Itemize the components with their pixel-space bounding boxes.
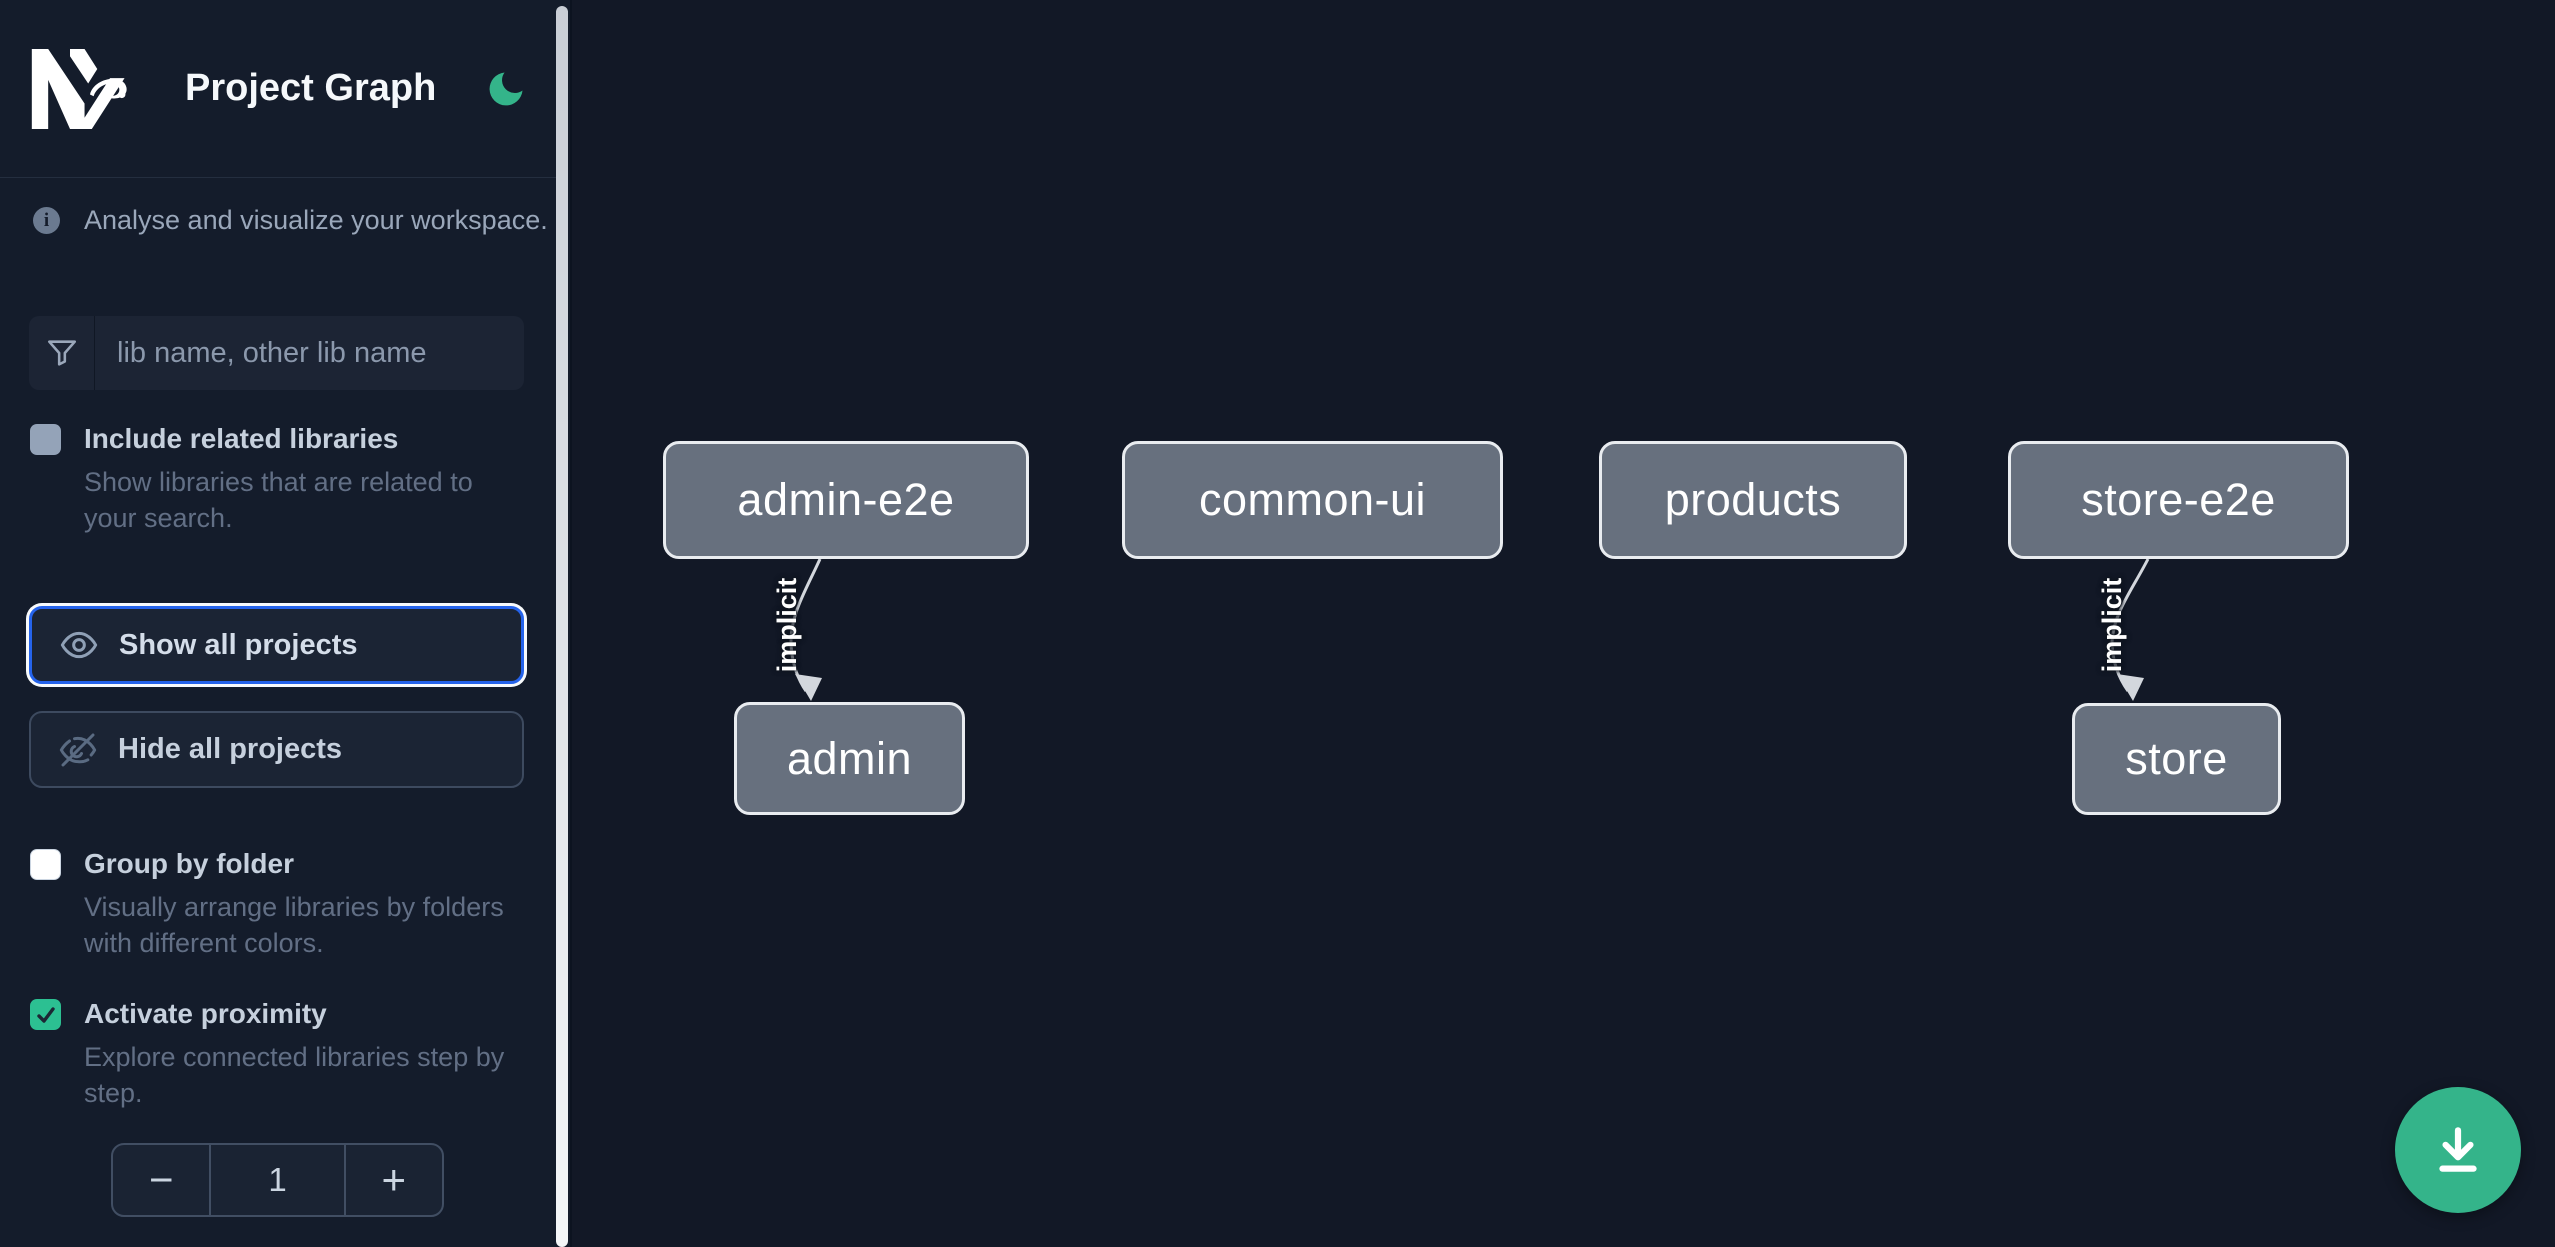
edge-store-e2e-to-store (2110, 558, 2150, 701)
hide-all-projects-label: Hide all projects (118, 733, 343, 765)
option-description: Show libraries that are related to your … (84, 467, 473, 533)
graph-node-common-ui[interactable]: common-ui (1122, 441, 1503, 559)
graph-node-products[interactable]: products (1599, 441, 1907, 559)
filter-icon (29, 316, 95, 390)
moon-icon (484, 67, 530, 111)
proximity-stepper: − 1 + (111, 1143, 444, 1217)
eye-icon (59, 625, 99, 665)
download-icon (2429, 1121, 2487, 1179)
activate-proximity-checkbox[interactable] (30, 999, 61, 1030)
graph-node-store[interactable]: store (2072, 703, 2281, 815)
graph-node-store-e2e[interactable]: store-e2e (2008, 441, 2349, 559)
tagline: Analyse and visualize your workspace. (84, 205, 548, 235)
edge-admin-e2e-to-admin (789, 558, 822, 701)
sidebar: Project Graph i Analyse and visualize yo… (0, 0, 572, 1247)
show-all-projects-label: Show all projects (119, 628, 358, 661)
edge-label-implicit: implicit (771, 577, 802, 673)
info-icon: i (33, 207, 60, 234)
eye-off-icon (58, 730, 98, 770)
proximity-value[interactable]: 1 (209, 1145, 346, 1215)
app-title: Project Graph (185, 67, 437, 109)
show-all-projects-button[interactable]: Show all projects (29, 606, 524, 684)
graph-node-admin[interactable]: admin (734, 702, 965, 815)
workspace-info: i Analyse and visualize your workspace. (33, 205, 548, 236)
nx-logo (31, 48, 127, 129)
graph-node-admin-e2e[interactable]: admin-e2e (663, 441, 1029, 559)
option-label: Include related libraries (84, 423, 399, 454)
edge-label-implicit: implicit (2096, 577, 2127, 673)
option-description: Visually arrange libraries by folders wi… (84, 892, 504, 958)
option-description: Explore connected libraries step by step… (84, 1042, 505, 1108)
option-include-related: Include related libraries Show libraries… (30, 421, 530, 536)
hide-all-projects-button[interactable]: Hide all projects (29, 711, 524, 788)
option-label: Activate proximity (84, 998, 327, 1029)
sidebar-scrollbar[interactable] (556, 6, 568, 1247)
proximity-decrement-button[interactable]: − (113, 1145, 209, 1215)
group-by-folder-checkbox[interactable] (30, 849, 61, 880)
option-group-by-folder: Group by folder Visually arrange librari… (30, 846, 530, 961)
theme-toggle-button[interactable] (484, 66, 530, 112)
check-icon (34, 1003, 58, 1027)
include-related-checkbox[interactable] (30, 424, 61, 455)
sidebar-header: Project Graph (0, 0, 556, 178)
option-label: Group by folder (84, 848, 294, 879)
proximity-increment-button[interactable]: + (346, 1145, 442, 1215)
search-input[interactable] (95, 316, 524, 390)
search-field (29, 316, 524, 390)
download-image-button[interactable] (2395, 1087, 2521, 1213)
option-activate-proximity: Activate proximity Explore connected lib… (30, 996, 530, 1111)
